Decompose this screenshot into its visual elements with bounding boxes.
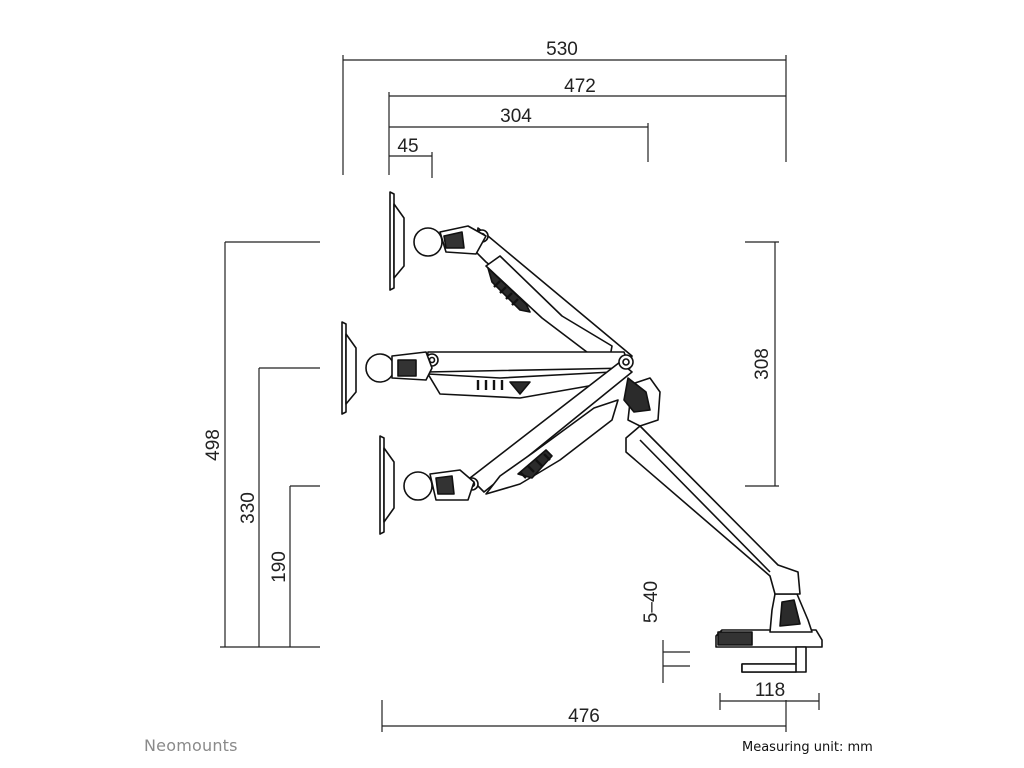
dim-530-label: 530 bbox=[546, 39, 578, 60]
dim-190-label: 190 bbox=[269, 551, 290, 583]
arm-drawing bbox=[341, 191, 823, 673]
dim-472-label: 472 bbox=[564, 76, 596, 97]
dim-45-label: 45 bbox=[397, 136, 418, 157]
upper-arm-bottom bbox=[469, 361, 633, 495]
vesa-head-top bbox=[389, 191, 487, 291]
dim-330-label: 330 bbox=[238, 492, 259, 524]
upper-arm-top bbox=[475, 227, 633, 373]
measuring-unit-note: Measuring unit: mm bbox=[742, 740, 873, 755]
upper-arm-middle bbox=[425, 351, 631, 399]
dim-304-label: 304 bbox=[500, 106, 532, 127]
lower-arm bbox=[623, 377, 801, 595]
dim-308-label: 308 bbox=[752, 348, 773, 380]
dim-118-label: 118 bbox=[755, 680, 785, 701]
dim-498-label: 498 bbox=[203, 429, 224, 461]
dim-476-label: 476 bbox=[568, 706, 600, 727]
vesa-head-middle bbox=[341, 321, 433, 415]
desk-clamp bbox=[715, 593, 823, 673]
vesa-head-bottom bbox=[379, 435, 475, 535]
dim-5-40-label: 5–40 bbox=[641, 581, 662, 623]
brand-logo: Neomounts bbox=[144, 736, 238, 755]
dimension-lines bbox=[220, 55, 820, 732]
